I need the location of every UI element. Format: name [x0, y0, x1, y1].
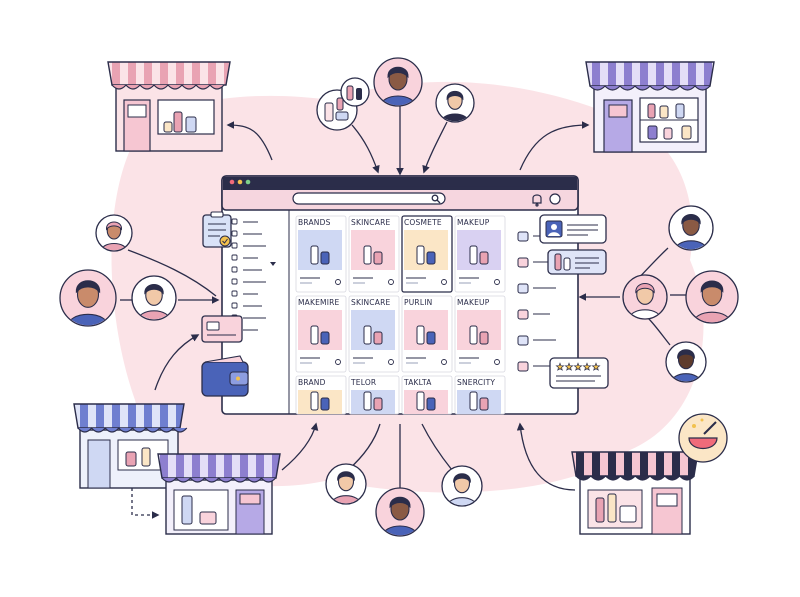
- product-card[interactable]: BRANDS: [295, 215, 347, 293]
- sidebar-menu-item[interactable]: [231, 290, 258, 297]
- review-bubble: [549, 357, 609, 389]
- star-icon: [582, 362, 592, 371]
- cream-tube-icon: [298, 390, 342, 414]
- star-icon: [555, 362, 565, 371]
- tube-and-leaf-icon: [351, 310, 395, 350]
- product-card[interactable]: COSMETE: [401, 215, 453, 293]
- customer-avatar: [665, 341, 707, 383]
- customer-avatar: [622, 274, 668, 320]
- product-card-label: MAKEUP: [457, 298, 490, 307]
- browser-window: BRANDS SKINCARE COSMETE MAKEUP MAKEMIRE SKINC…: [221, 175, 579, 415]
- window-close-dot[interactable]: [229, 179, 235, 185]
- product-card[interactable]: SKINCARE: [348, 295, 400, 373]
- mortar-bowl-badge: [678, 413, 728, 463]
- cream-jar-icon: [298, 310, 342, 350]
- customer-avatars: [59, 57, 739, 537]
- customer-avatar: [668, 205, 714, 251]
- product-card[interactable]: TAKLTA: [401, 375, 453, 415]
- customer-avatar: [95, 214, 133, 252]
- product-card-label: MAKEUP: [457, 218, 490, 227]
- product-card-label: TELOR: [350, 378, 376, 387]
- sidebar-menu-item[interactable]: [231, 278, 266, 285]
- storefront-top-right: [585, 61, 715, 153]
- sidebar-menu-items: [231, 218, 276, 333]
- lipsticks-icon: [404, 310, 448, 350]
- foundation-bottles-icon: [404, 230, 448, 270]
- wallet-icon: [201, 355, 249, 397]
- connector-lines: [120, 106, 686, 519]
- clipboard-icon: [202, 211, 232, 248]
- customer-avatar: [59, 269, 117, 327]
- thumbs-up-icon[interactable]: [517, 361, 550, 372]
- star-icon: [564, 362, 574, 371]
- product-card[interactable]: BRAND: [295, 375, 347, 415]
- search-bar[interactable]: [292, 192, 446, 205]
- customer-avatar: [375, 487, 425, 537]
- product-card-label: MAKEMIRE: [298, 298, 340, 307]
- eye-icon[interactable]: [517, 309, 550, 320]
- product-card-label: SKINCARE: [351, 298, 390, 307]
- serum-bottles-icon: [351, 390, 395, 414]
- customer-avatar: [131, 275, 177, 321]
- product-card-label: SNERCITY: [457, 378, 495, 387]
- product-card-label: COSMETE: [404, 218, 442, 227]
- product-card[interactable]: MAKEMIRE: [295, 295, 347, 373]
- storefront-bottom-left-front: [157, 453, 281, 535]
- product-card-label: PURLIN: [404, 298, 432, 307]
- user-circle-icon[interactable]: [549, 193, 561, 205]
- customer-avatar: [373, 57, 423, 107]
- product-card[interactable]: PURLIN: [401, 295, 453, 373]
- window-maximize-dot[interactable]: [245, 179, 251, 185]
- window-minimize-dot[interactable]: [237, 179, 243, 185]
- cream-tube-icon: [351, 230, 395, 270]
- cart-icon[interactable]: [517, 283, 556, 294]
- user-chat-bubble: [539, 214, 607, 244]
- storefront-bottom-right: [571, 451, 699, 535]
- product-card-label: BRANDS: [298, 218, 331, 227]
- lip-gloss-icon: [457, 230, 501, 270]
- product-bubble-top-right: [340, 77, 370, 107]
- customer-avatar: [435, 83, 475, 123]
- lipsticks-icon: [404, 390, 448, 414]
- product-card-label: BRAND: [298, 378, 326, 387]
- product-grid: BRANDS SKINCARE COSMETE MAKEUP MAKEMIRE SKINC…: [295, 215, 506, 415]
- sidebar-menu-item[interactable]: [231, 254, 258, 261]
- gear-icon[interactable]: [517, 335, 556, 346]
- products-chat-bubble: [547, 249, 607, 275]
- customer-avatar: [325, 463, 367, 505]
- sidebar-menu-item[interactable]: [231, 266, 262, 273]
- sidebar-menu-item[interactable]: [231, 230, 262, 237]
- storefront-top-left: [107, 61, 231, 152]
- side-icon-column: [517, 231, 556, 372]
- nail-polish-icon: [457, 310, 501, 350]
- credit-card-icon: [201, 315, 243, 343]
- product-card-label: SKINCARE: [351, 218, 390, 227]
- product-card[interactable]: SKINCARE: [348, 215, 400, 293]
- pump-bottle-and-jar-icon: [298, 230, 342, 270]
- product-card[interactable]: TELOR: [348, 375, 400, 415]
- sidebar-menu-item[interactable]: [231, 242, 266, 249]
- star-icon: [591, 362, 601, 371]
- search-icon[interactable]: [431, 194, 441, 204]
- bag-icon[interactable]: [517, 257, 550, 268]
- lip-gloss-icon: [457, 390, 501, 414]
- sidebar-menu-item[interactable]: [231, 302, 262, 309]
- bell-icon[interactable]: [532, 194, 542, 207]
- star-icon: [573, 362, 583, 371]
- product-card[interactable]: MAKEUP: [454, 295, 506, 373]
- product-card[interactable]: MAKEUP: [454, 215, 506, 293]
- sidebar-menu-item[interactable]: [231, 218, 258, 225]
- customer-avatar: [441, 465, 483, 507]
- product-card[interactable]: SNERCITY: [454, 375, 506, 415]
- chevron-down-icon[interactable]: [270, 262, 276, 266]
- product-card-label: TAKLTA: [403, 378, 432, 387]
